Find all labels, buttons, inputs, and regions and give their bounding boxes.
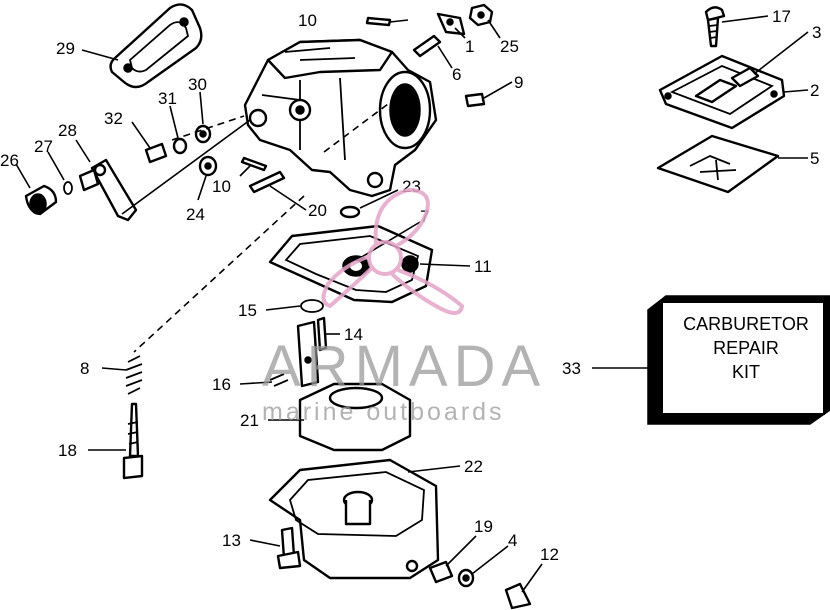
part-lever <box>78 158 138 222</box>
callout-3: 3 <box>812 23 821 42</box>
callout-31: 31 <box>158 89 177 108</box>
callout-26: 26 <box>0 151 19 170</box>
part-screw-17 <box>704 6 726 48</box>
callout-13: 13 <box>222 531 241 550</box>
kit-label-line3: KIT <box>732 362 760 382</box>
callout-16: 16 <box>212 375 231 394</box>
part-needle-valve <box>296 316 328 388</box>
callout-4: 4 <box>508 531 517 550</box>
part-cover <box>658 54 786 130</box>
kit-label-line1: CARBURETOR <box>683 314 809 334</box>
part-nut <box>468 3 494 27</box>
callout-6: 6 <box>452 65 461 84</box>
part-bracket <box>436 12 466 36</box>
part-plug-12 <box>504 582 532 610</box>
part-pin-top <box>365 16 392 27</box>
callout-33: 33 <box>562 359 581 378</box>
callout-24: 24 <box>186 205 205 224</box>
repair-kit-box <box>647 295 830 425</box>
callout-22: 22 <box>464 457 483 476</box>
callout-15: 15 <box>238 301 257 320</box>
callout-17: 17 <box>772 7 791 26</box>
leader-lines <box>15 15 809 593</box>
part-plug-9 <box>464 92 486 108</box>
part-screw-13 <box>276 526 302 570</box>
part-sleeve <box>24 184 58 216</box>
callout-32: 32 <box>104 109 123 128</box>
callout-9: 9 <box>514 73 523 92</box>
callout-25: 25 <box>500 37 519 56</box>
callout-29: 29 <box>56 39 75 58</box>
part-pin-mid <box>240 156 268 172</box>
part-screw-20 <box>248 170 286 194</box>
propeller-logo-icon <box>321 187 465 315</box>
callout-18: 18 <box>58 441 77 460</box>
callout-28: 28 <box>58 121 77 140</box>
callout-1: 1 <box>465 37 474 56</box>
part-float <box>298 382 412 452</box>
part-carburetor-body <box>243 38 438 198</box>
part-clip-16 <box>269 373 289 387</box>
part-diaphragm-gasket <box>656 134 780 194</box>
callout-20: 20 <box>308 201 327 220</box>
callout-19: 19 <box>474 517 493 536</box>
kit-label-line2: REPAIR <box>713 338 779 358</box>
part-plug-23 <box>339 205 361 219</box>
callout-30: 30 <box>188 75 207 94</box>
callout-14: 14 <box>344 325 363 344</box>
part-washer-24 <box>198 155 218 177</box>
watermark-tagline: marine outboards <box>262 398 505 426</box>
part-o-ring <box>300 299 324 313</box>
part-idle-screw <box>122 402 144 480</box>
callout-2: 2 <box>810 81 819 100</box>
part-clip <box>63 181 73 195</box>
part-jet-19 <box>428 560 454 584</box>
callout-10-top: 10 <box>298 11 317 30</box>
callout-10-mid: 10 <box>212 177 231 196</box>
part-screw-6 <box>412 34 442 58</box>
part-float-bowl <box>268 458 440 580</box>
callout-11: 11 <box>474 257 492 276</box>
part-spring <box>125 355 143 395</box>
part-washer-31 <box>172 137 188 155</box>
part-screw-32 <box>144 142 168 164</box>
callout-5: 5 <box>810 149 819 168</box>
part-washer-4 <box>457 568 475 588</box>
callout-21: 21 <box>240 411 259 430</box>
callout-8: 8 <box>80 359 89 378</box>
callout-12: 12 <box>540 545 559 564</box>
callout-27: 27 <box>34 137 53 156</box>
watermark-brand: ARMADA <box>262 334 546 399</box>
watermark: ARMADA marine outboards <box>262 187 546 426</box>
part-gasket-flange <box>109 3 203 89</box>
